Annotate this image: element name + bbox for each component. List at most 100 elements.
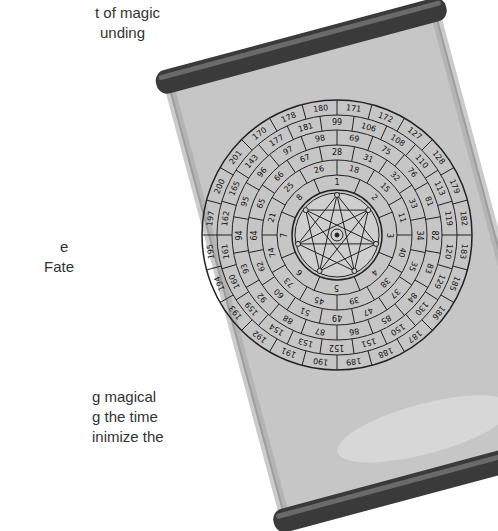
- cell-divider: [379, 297, 387, 309]
- cell-divider: [217, 235, 232, 236]
- cell-divider: [300, 287, 308, 300]
- page-text: g magical: [92, 388, 156, 406]
- cell-divider: [337, 355, 338, 370]
- cell-divider: [246, 280, 259, 288]
- magic-number: 74: [266, 246, 277, 258]
- cell-divider: [262, 235, 277, 236]
- magic-number: 5: [334, 283, 339, 292]
- cell-divider: [287, 297, 295, 309]
- cell-divider: [301, 320, 306, 334]
- magic-number: 28: [332, 148, 342, 157]
- cell-divider: [425, 292, 438, 300]
- cell-divider: [258, 314, 268, 325]
- cell-divider: [282, 212, 296, 218]
- cell-divider: [287, 331, 293, 345]
- cell-divider: [379, 252, 393, 258]
- magic-number: 99: [332, 118, 342, 127]
- cell-divider: [272, 198, 285, 206]
- cell-divider: [441, 168, 454, 176]
- top-roll: [153, 0, 449, 96]
- cell-divider: [354, 277, 360, 291]
- cell-divider: [415, 280, 428, 288]
- cell-divider: [272, 265, 285, 273]
- cell-divider: [234, 217, 249, 220]
- magic-number: 182: [458, 210, 469, 226]
- cell-divider: [399, 185, 411, 193]
- cell-divider: [270, 155, 280, 166]
- cell-divider: [220, 295, 233, 303]
- cell-divider: [262, 185, 274, 193]
- cell-divider: [415, 183, 428, 191]
- cell-divider: [397, 235, 412, 236]
- cell-divider: [270, 118, 278, 131]
- cell-divider: [242, 320, 253, 331]
- magic-number: 94: [235, 230, 244, 240]
- page-text: t of magic: [95, 4, 160, 22]
- cell-divider: [236, 170, 249, 178]
- cell-divider: [368, 320, 373, 334]
- parchment: [169, 14, 498, 516]
- cell-divider: [425, 170, 438, 178]
- magic-number: 195: [205, 243, 216, 259]
- cell-divider: [389, 198, 402, 206]
- cell-divider: [381, 331, 387, 345]
- cell-divider: [337, 130, 338, 145]
- cell-divider: [249, 217, 264, 220]
- cell-divider: [314, 277, 320, 291]
- cell-divider: [411, 217, 426, 220]
- cell-divider: [442, 235, 457, 236]
- cell-divider: [381, 126, 387, 140]
- cell-divider: [262, 277, 274, 285]
- cell-divider: [397, 118, 405, 131]
- page-text: inimize the: [92, 428, 164, 446]
- parchment-shade: [169, 14, 498, 516]
- cell-divider: [337, 100, 338, 115]
- magic-number: 119: [443, 211, 454, 227]
- cell-divider: [207, 200, 221, 204]
- magic-number: 183: [458, 243, 469, 259]
- scroll: [153, 0, 498, 531]
- cell-divider: [337, 325, 338, 340]
- cell-divider: [422, 320, 433, 331]
- cell-divider: [300, 170, 308, 183]
- cell-divider: [270, 339, 278, 352]
- cell-divider: [379, 160, 387, 172]
- cell-divider: [411, 250, 426, 253]
- cell-divider: [287, 126, 293, 140]
- cell-divider: [302, 105, 306, 119]
- cell-divider: [399, 277, 411, 285]
- cell-divider: [320, 116, 322, 131]
- cell-divider: [453, 266, 467, 270]
- magic-number: 87: [314, 326, 326, 337]
- cell-divider: [367, 287, 375, 300]
- cell-divider: [246, 183, 259, 191]
- magic-number: 189: [345, 356, 361, 367]
- cell-divider: [453, 200, 467, 204]
- cell-divider: [222, 265, 236, 269]
- cell-divider: [426, 251, 441, 254]
- cell-divider: [397, 339, 405, 352]
- magic-number: 197: [205, 210, 216, 226]
- roll-highlight: [158, 0, 441, 80]
- cell-divider: [389, 265, 402, 273]
- cell-divider: [395, 155, 405, 166]
- cell-divider: [234, 251, 249, 254]
- cell-divider: [406, 144, 416, 155]
- cell-divider: [438, 201, 452, 205]
- cell-divider: [438, 265, 452, 269]
- cell-divider: [457, 235, 472, 236]
- cell-divider: [202, 235, 217, 236]
- magic-number: 82: [430, 230, 439, 240]
- page-text: g the time: [92, 408, 158, 426]
- magic-number: 171: [345, 103, 361, 114]
- cell-divider: [368, 136, 373, 150]
- cell-divider: [337, 295, 338, 310]
- cell-divider: [242, 140, 253, 151]
- cell-divider: [426, 217, 441, 220]
- heptagram-seal: [295, 193, 379, 278]
- cell-divider: [422, 140, 433, 151]
- magic-number: 3: [385, 232, 394, 237]
- cell-divider: [282, 252, 296, 258]
- cell-divider: [207, 266, 221, 270]
